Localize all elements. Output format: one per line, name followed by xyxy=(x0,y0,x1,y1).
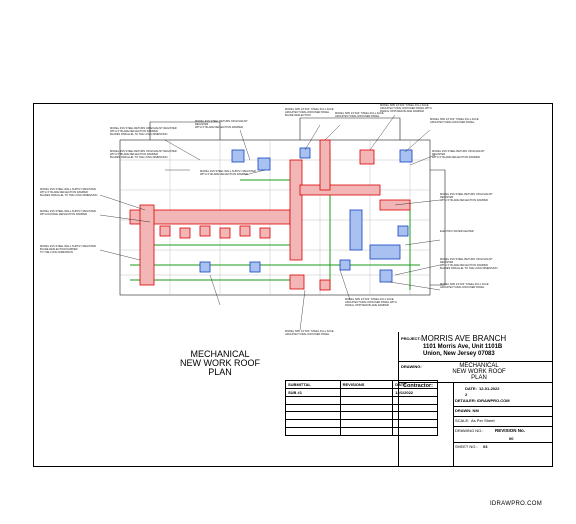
callout-note: MODEL SPD 24"X24" STEEL FULL FACE ARCHIT… xyxy=(335,112,384,118)
table-header: REVISIONS xyxy=(339,380,394,389)
title-block-divider xyxy=(453,382,454,467)
table-header: SUBMITTAL xyxy=(285,380,341,389)
scale-label: SCALE: xyxy=(455,418,470,423)
project-address-line1: 1101 Morris Ave, Unit 1101B xyxy=(423,344,503,350)
callout-note: ELECTRIC WATER HEATER xyxy=(440,230,474,233)
footer-website: IDRAWPRO.COM xyxy=(489,501,542,507)
callout-note: MODEL SPD 24"X24" STEEL FULL FACE ARCHIT… xyxy=(430,118,479,124)
callout-note: MODEL 4SS STEEL WALL SUPPLY REGISTER WIT… xyxy=(40,210,96,216)
title-block-divider xyxy=(453,416,553,417)
title-block-divider xyxy=(453,426,553,427)
table-cell: SUB #1 xyxy=(285,387,341,397)
callout-note: MODEL SPD 24"X24" STEEL FULL FACE ARCHIT… xyxy=(285,330,334,336)
callout-note: MODEL 4SS STEEL RETURN OR EXHAUST REGIST… xyxy=(110,150,177,159)
callout-note: MODEL 4SS STEEL RETURN OR EXHAUST REGIST… xyxy=(440,193,493,202)
outer-wall xyxy=(119,139,431,296)
leader-lines xyxy=(99,114,441,331)
building-outline xyxy=(119,117,446,296)
detailer-label: DETAILER: IDRAWPRO.COM xyxy=(455,398,510,403)
date-label: DATE: xyxy=(465,386,477,391)
callout-note: MODEL 4SS STEEL RETURN OR EXHAUST REGIST… xyxy=(195,120,248,129)
contractor-label: Contractor: xyxy=(403,383,433,389)
upper-wall-right xyxy=(299,117,401,140)
callout-note: MODEL 4SS STEEL WALL SUPPLY REGISTER WIT… xyxy=(200,170,256,176)
project-name: MORRIS AVE BRANCH xyxy=(421,334,507,343)
date-value: 12-01-2022 xyxy=(479,386,500,391)
drawing-label: DRAWING: xyxy=(401,364,422,369)
callout-note: MODEL 4SS STEEL WALL SUPPLY REGISTER BLA… xyxy=(40,245,96,254)
title-block-divider xyxy=(399,361,553,362)
drawing-title-line: MECHANICAL xyxy=(459,363,499,369)
plan-title: MECHANICAL NEW WORK ROOF PLAN xyxy=(160,350,280,377)
callout-note: MODEL 4SS STEEL RETURN OR EXHAUST REGIST… xyxy=(440,258,498,270)
green-ductwork xyxy=(130,150,420,290)
title-block-divider xyxy=(453,442,553,443)
plan-title-line: PLAN xyxy=(208,367,232,377)
revision-value: 00 xyxy=(509,436,514,441)
drawing-title-line: PLAN xyxy=(471,375,487,381)
title-block: PROJECT: MORRIS AVE BRANCH 1101 Morris A… xyxy=(398,332,553,467)
callout-note: MODEL 4SS STEEL RETURN OR EXHAUST REGIST… xyxy=(432,150,485,159)
plan-title-line: NEW WORK ROOF xyxy=(180,358,260,368)
drawing-sheet xyxy=(33,103,553,467)
project-label: PROJECT: xyxy=(401,336,421,341)
callout-note: MODEL SPD 24"X24" STEEL FULL FACE ARCHIT… xyxy=(345,298,397,307)
upper-wall xyxy=(149,121,221,140)
table-cell xyxy=(339,387,394,397)
callout-note: MODEL 4SS STEEL WALL SUPPLY REGISTER WIT… xyxy=(40,188,98,197)
right-wall xyxy=(430,169,446,286)
sheet-value: 03 xyxy=(483,444,488,449)
revisions-table: SUBMITTAL REVISIONS DATE SUB #1 12/1/202… xyxy=(285,380,438,436)
drawn-label: DRAWN: NM xyxy=(455,408,479,413)
plan-title-line: MECHANICAL xyxy=(190,349,250,359)
scale-value: As Per Sheet xyxy=(471,418,495,423)
drawing-no-label: DRAWING NO.: xyxy=(455,428,484,433)
drawing-title-line: NEW WORK ROOF xyxy=(452,369,506,375)
callout-note: MODEL 4SS STEEL RETURN OR EXHAUST REGIST… xyxy=(110,127,177,136)
table-row xyxy=(285,427,438,436)
title-block-divider xyxy=(399,382,553,383)
revision-label: REVISION No. xyxy=(495,428,526,433)
callout-note: MODEL SPD 24"X24" STEEL FULL FACE ARCHIT… xyxy=(380,104,432,113)
callout-note: MODEL SPD 24"X24" STEEL FULL FACE ARCHIT… xyxy=(440,283,489,289)
drawing-title: MECHANICAL NEW WORK ROOF PLAN xyxy=(429,363,529,381)
callout-note: MODEL SPD 24"X24" STEEL FULL FACE ARCHIT… xyxy=(285,108,334,117)
project-address-line2: Union, New Jersey 07083 xyxy=(423,351,495,357)
title-block-divider xyxy=(453,406,553,407)
sheet-label: SHEET NO.: xyxy=(455,444,478,449)
red-supply-ductwork xyxy=(129,139,411,291)
blue-return-ductwork xyxy=(199,147,413,283)
